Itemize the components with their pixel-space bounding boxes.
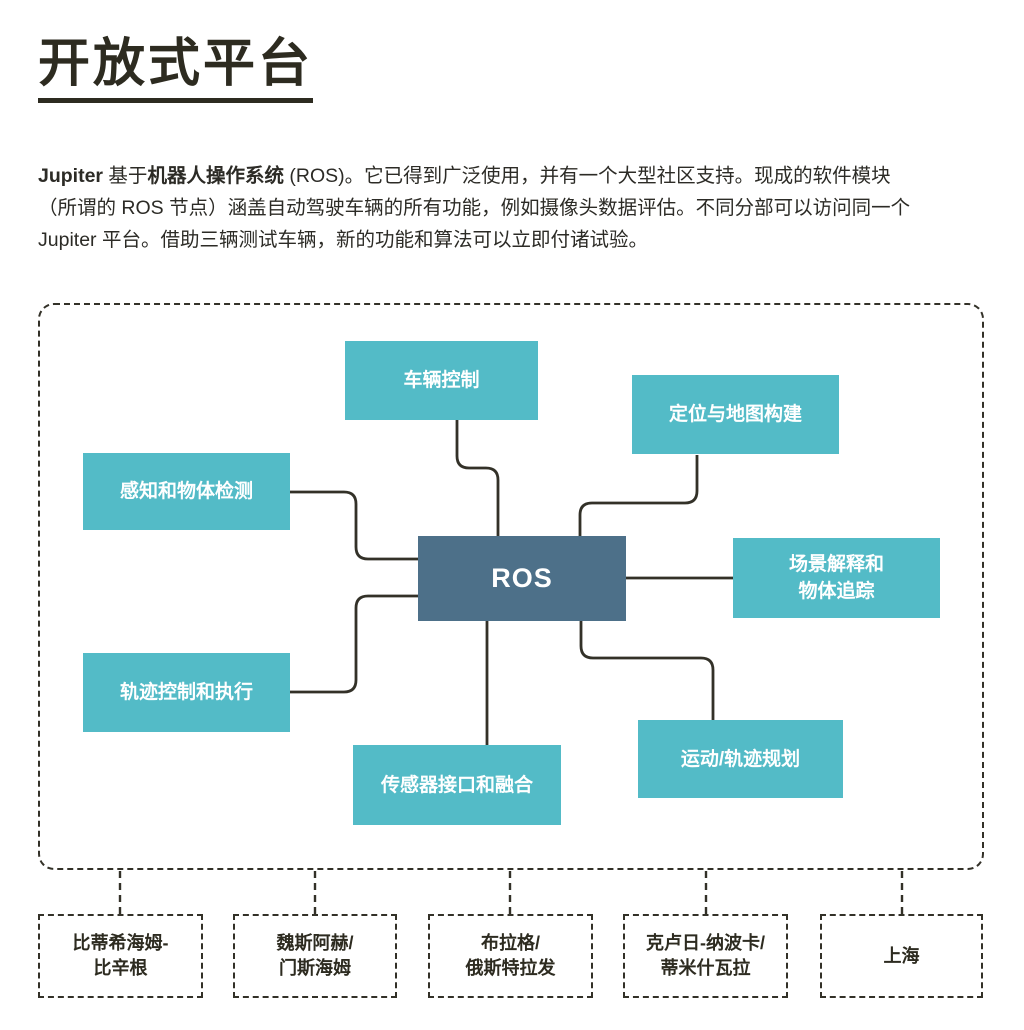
location-label: 上海 (883, 945, 920, 966)
location-label: 克卢日-纳波卡/ 蒂米什瓦拉 (646, 933, 765, 978)
node-trajectory-control-execution: 轨迹控制和执行 (83, 653, 290, 732)
intro-bold-ros-system: 机器人操作系统 (147, 165, 284, 187)
node-label: 车辆控制 (403, 370, 480, 391)
location-label: 布拉格/ 俄斯特拉发 (465, 933, 556, 978)
location-label: 比蒂希海姆- 比辛根 (72, 933, 169, 978)
diagram-container (38, 303, 984, 870)
intro-text-segment: 基于 (103, 165, 148, 187)
node-perception-object-detection: 感知和物体检测 (83, 453, 290, 530)
node-label: 场景解释和 物体追踪 (788, 554, 884, 602)
location-box-bietigheim-bissingen: 比蒂希海姆- 比辛根 (38, 914, 203, 998)
node-vehicle-control: 车辆控制 (345, 341, 538, 420)
node-label: 轨迹控制和执行 (119, 682, 253, 703)
location-box-weissach-moensheim: 魏斯阿赫/ 门斯海姆 (233, 914, 397, 998)
node-label: 感知和物体检测 (119, 481, 253, 502)
location-box-cluj-timisoara: 克卢日-纳波卡/ 蒂米什瓦拉 (623, 914, 788, 998)
location-box-shanghai: 上海 (820, 914, 983, 998)
node-localization-mapping: 定位与地图构建 (632, 375, 839, 454)
node-label: ROS (491, 563, 553, 593)
intro-paragraph: Jupiter 基于机器人操作系统 (ROS)。它已得到广泛使用，并有一个大型社… (38, 160, 968, 256)
node-motion-trajectory-planning: 运动/轨迹规划 (638, 720, 843, 798)
page-title: 开放式平台 (38, 36, 314, 103)
node-sensor-interface-fusion: 传感器接口和融合 (353, 745, 561, 825)
intro-text-segment: (ROS)。它已得到广泛使用，并有一个大型社区支持。现成的软件模块 (283, 165, 891, 187)
node-label: 运动/轨迹规划 (680, 748, 801, 770)
intro-bold-jupiter: Jupiter (38, 165, 104, 187)
intro-text-line3: Jupiter 平台。借助三辆测试车辆，新的功能和算法可以立即付诸试验。 (38, 229, 648, 251)
intro-text-line2: （所谓的 ROS 节点）涵盖自动驾驶车辆的所有功能，例如摄像头数据评估。不同分部… (38, 197, 911, 219)
node-scene-interpretation-tracking: 场景解释和 物体追踪 (733, 538, 940, 618)
node-label: 定位与地图构建 (668, 404, 802, 425)
node-label: 传感器接口和融合 (380, 774, 533, 796)
location-label: 魏斯阿赫/ 门斯海姆 (276, 933, 354, 978)
location-box-prague-ostrava: 布拉格/ 俄斯特拉发 (428, 914, 593, 998)
node-ros-central: ROS (418, 536, 626, 621)
